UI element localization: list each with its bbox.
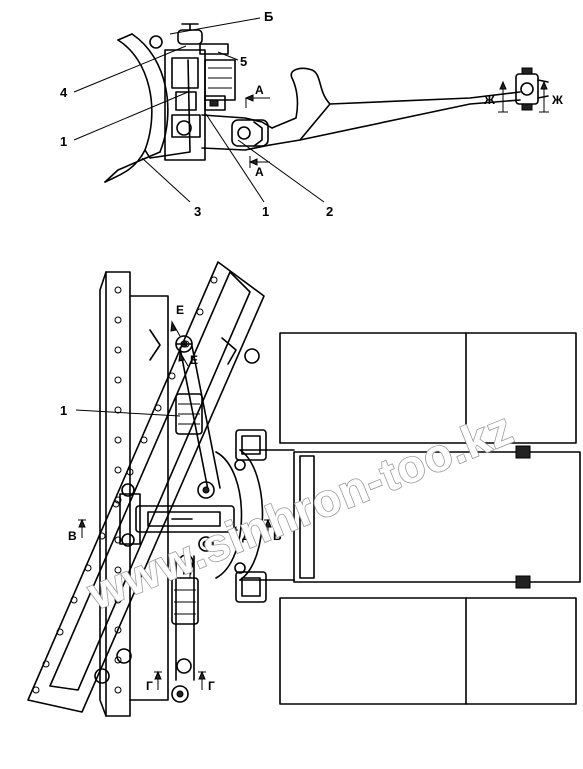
top-side-view: Б 5 4 1 3 1 2 А А Ж Ж [60, 9, 563, 219]
callout-b: Б [264, 9, 273, 24]
section-mark-zh-right: Ж [551, 93, 563, 107]
callout-1-top: 1 [60, 134, 67, 149]
callout-4: 4 [60, 85, 68, 100]
section-mark-v-left: В [68, 529, 77, 543]
section-mark-a-top: А [255, 83, 264, 97]
callout-1-plan: 1 [60, 403, 67, 418]
section-mark-e-top: Е [176, 303, 184, 317]
section-mark-zh-left: Ж [483, 93, 495, 107]
callout-5: 5 [240, 54, 247, 69]
section-mark-v-right: В [273, 529, 282, 543]
angled-blade-bolt-holes [32, 276, 218, 694]
blade-bolt-holes [114, 286, 122, 694]
section-mark-g-left: Г [146, 679, 153, 693]
callout-2: 2 [326, 204, 333, 219]
section-mark-g-right: Г [208, 679, 215, 693]
watermark-text: www.sinhron-too.kz [80, 401, 521, 619]
section-mark-d-bottom: Д [183, 561, 192, 575]
section-mark-e-bottom: Е [190, 353, 198, 367]
section-mark-a-bottom: А [255, 165, 264, 179]
callout-3: 3 [194, 204, 201, 219]
section-mark-d-right: Д [242, 529, 251, 543]
callout-1-bottom: 1 [262, 204, 269, 219]
bottom-plan-view: 1 Е Е В В Д Д Г Г [27, 261, 581, 717]
